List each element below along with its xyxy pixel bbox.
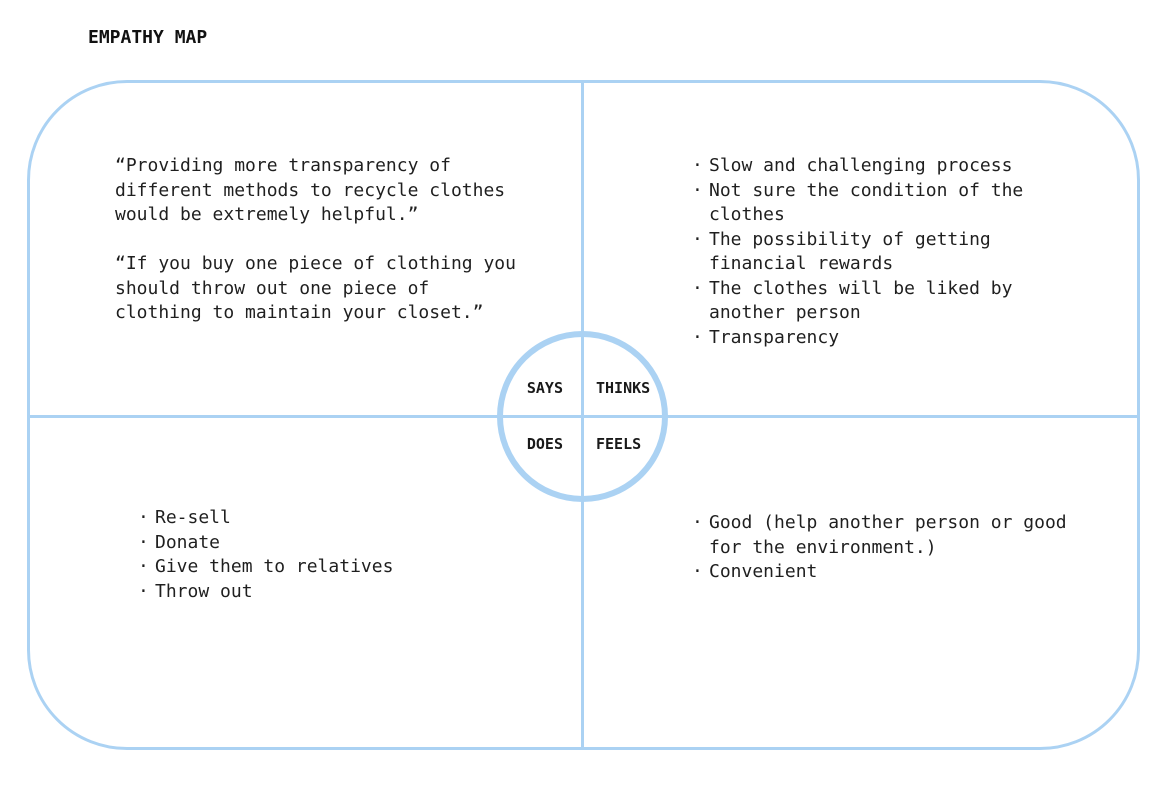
center-circle: [497, 331, 668, 502]
quadrant-label-feels: FEELS: [596, 435, 642, 453]
bullet-icon: ·: [692, 277, 703, 299]
list-item-text: Donate: [155, 531, 221, 553]
does-quadrant-content: · Re-sell · Donate · Give them to relati…: [136, 506, 556, 604]
bullet-icon: ·: [692, 228, 703, 250]
list-item: · Good (help another person or good for …: [690, 511, 1110, 560]
says-quadrant-content: “Providing more transparency of differen…: [115, 154, 520, 326]
quadrant-label-says: SAYS: [526, 379, 563, 397]
list-item-text: The clothes will be liked by another per…: [709, 277, 1013, 324]
list-item-text: Re-sell: [155, 507, 231, 528]
list-item-text: Throw out: [155, 580, 253, 602]
list-item: · Re-sell: [136, 506, 556, 531]
says-quote-list: “Providing more transparency of differen…: [115, 154, 520, 326]
list-item: · Slow and challenging process: [690, 154, 1110, 179]
list-item-text: Slow and challenging process: [709, 155, 1013, 176]
list-item-text: Good (help another person or good for th…: [709, 512, 1067, 558]
bullet-icon: ·: [138, 531, 149, 553]
thinks-item-list: · Slow and challenging process · Not sur…: [690, 154, 1110, 350]
thinks-quadrant-content: · Slow and challenging process · Not sur…: [690, 154, 1110, 350]
feels-item-list: · Good (help another person or good for …: [690, 511, 1110, 585]
quadrant-label-does: DOES: [526, 435, 563, 453]
list-item-text: The possibility of getting financial rew…: [709, 228, 991, 275]
list-item: · Throw out: [136, 580, 556, 605]
feels-quadrant-content: · Good (help another person or good for …: [690, 511, 1110, 585]
list-item: · The clothes will be liked by another p…: [690, 277, 1110, 326]
quadrant-label-thinks: THINKS: [596, 379, 651, 397]
user-quote: “If you buy one piece of clothing you sh…: [115, 253, 516, 323]
bullet-icon: ·: [692, 179, 703, 201]
bullet-icon: ·: [692, 326, 703, 348]
list-item-text: Transparency: [709, 326, 840, 348]
bullet-icon: ·: [692, 155, 703, 176]
user-quote: “Providing more transparency of differen…: [115, 155, 506, 225]
list-item-text: Convenient: [709, 561, 818, 582]
list-item: · Convenient: [690, 560, 1110, 585]
list-item-text: Give them to relatives: [155, 556, 394, 577]
bullet-icon: ·: [692, 512, 703, 533]
bullet-icon: ·: [138, 580, 149, 602]
page-title: EMPATHY MAP: [88, 27, 208, 48]
bullet-icon: ·: [138, 556, 149, 577]
list-item: · Not sure the condition of the clothes: [690, 179, 1110, 228]
list-item: · Transparency: [690, 326, 1110, 351]
bullet-icon: ·: [692, 561, 703, 582]
does-item-list: · Re-sell · Donate · Give them to relati…: [136, 506, 556, 604]
list-item: · The possibility of getting financial r…: [690, 228, 1110, 277]
list-item-text: Not sure the condition of the clothes: [709, 179, 1024, 226]
list-item: · Donate: [136, 531, 556, 556]
bullet-icon: ·: [138, 507, 149, 528]
list-item: · Give them to relatives: [136, 555, 556, 580]
